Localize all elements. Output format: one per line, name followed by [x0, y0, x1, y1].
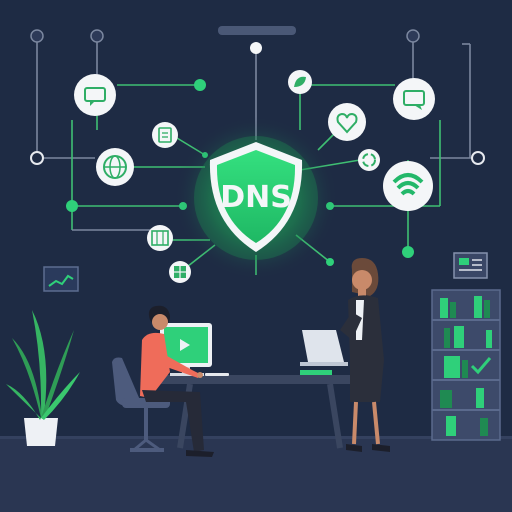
- chart-icon: [43, 266, 79, 292]
- standing-person: [340, 258, 390, 452]
- node-dot: [30, 151, 44, 165]
- node-dot: [90, 29, 104, 43]
- seated-person: [140, 305, 214, 457]
- node-dot: [30, 29, 44, 43]
- chat-bubble-icon: [74, 74, 116, 116]
- network-lines: [36, 26, 478, 275]
- node-dot: [406, 29, 420, 43]
- node-dot: [471, 151, 485, 165]
- heart-icon: [328, 103, 366, 141]
- grid-icon: [169, 261, 191, 283]
- check-icon: [470, 357, 492, 375]
- monitor-icon: [160, 323, 212, 376]
- laptop-icon: [300, 330, 348, 375]
- picture-frame: [453, 252, 488, 279]
- map-icon: [147, 225, 173, 251]
- floor: [0, 438, 512, 512]
- leaf-icon: [288, 70, 312, 94]
- node-dot: [66, 200, 78, 212]
- document-icon: [152, 122, 178, 148]
- recycle-icon: [358, 149, 380, 171]
- shield-icon: [209, 142, 303, 252]
- globe-icon: [96, 148, 134, 186]
- plant-icon: [6, 310, 80, 446]
- top-connector-bar: [218, 26, 296, 35]
- floor-edge: [0, 436, 512, 439]
- wifi-icon: [383, 161, 433, 211]
- shield-label: DNS: [220, 180, 292, 215]
- node-dot: [326, 258, 334, 266]
- node-dot: [250, 42, 262, 54]
- network-nodes: [30, 29, 485, 266]
- shelf-icon: [431, 289, 501, 441]
- node-dot: [194, 79, 206, 91]
- keyboard: [205, 373, 229, 376]
- node-dot: [402, 246, 414, 258]
- speech-bubble-icon: [393, 78, 435, 120]
